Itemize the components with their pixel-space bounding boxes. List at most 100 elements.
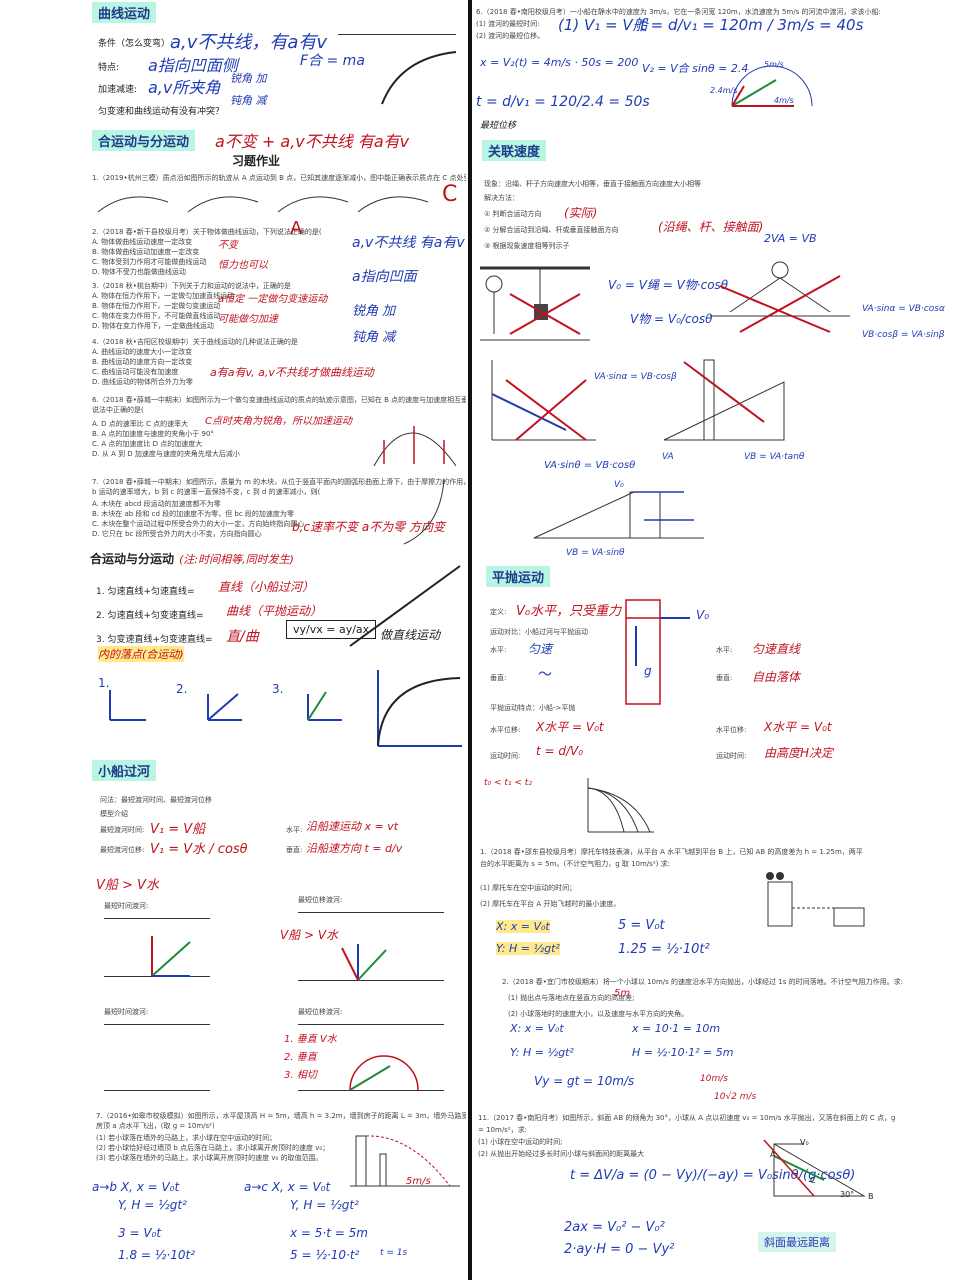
accel-label: 加速减速: — [98, 85, 138, 95]
hw-note: 恒力也可以 — [218, 260, 268, 271]
projectile-label: 水平位移: — [716, 726, 747, 734]
work-line: Y, H = ½gt² — [290, 1198, 359, 1212]
panel-4-circle — [349, 1055, 419, 1091]
fig-3-label: 3. — [272, 682, 284, 696]
problem-line: A. 木块在 abcd 段运动的加速度都不为零 — [92, 500, 221, 508]
problem-line: 1.（2019•杭州三模）质点沿如图所示的轨迹从 A 点运动到 B 点，已知其速… — [92, 174, 466, 182]
problem-line: D. 物体在变力作用下，一定做曲线运动 — [92, 322, 214, 330]
problem-line: 4.（2018 秋•吉阳区校级期中）关于曲线运动的几种说法正确的是 — [92, 338, 298, 346]
problem-7-line: 7.（2016•如皋市校级模拟）如图所示，水平屋顶高 H = 5m，墙高 h =… — [96, 1112, 466, 1120]
problem-line: B. 物体做曲线运动加速度一定改变 — [92, 248, 200, 256]
problem-11-line: = 10m/s²，求: — [478, 1126, 527, 1134]
work-line: 5 = ½·10·t² — [290, 1248, 360, 1262]
projectile-label: 运动时间: — [490, 752, 521, 760]
blank-line — [338, 34, 456, 35]
p6-hw: 最短位移 — [480, 121, 517, 131]
min-time-hw: V₁ = V船 — [150, 822, 206, 837]
range-hw: V船 > V水 — [280, 928, 339, 942]
fig-2-label: 2. — [176, 682, 188, 696]
related-hw: VB·cosβ = VA·sinβ — [862, 330, 945, 340]
hw-note: 可能做匀加速 — [218, 314, 278, 325]
case-1: 1. 垂直 V水 — [284, 1034, 337, 1045]
feature-handwriting: a指向凹面侧 — [148, 56, 238, 75]
section-title-composition-2: 合运动与分运动 (注:时间相等,同时发生) — [90, 552, 294, 566]
case-3: 3. 相切 — [284, 1070, 317, 1081]
projectile-label: 水平位移: — [490, 726, 521, 734]
problem-line: C. 曲线运动可能没有加速度 — [92, 368, 179, 376]
problem-line: b 运动的速率增大，b 到 c 的速率一直保持不变，c 到 d 的速率减小，则( — [92, 488, 321, 496]
incline-a: A — [770, 1150, 776, 1159]
homework-title: 习题作业 — [232, 154, 281, 168]
work-line: 3 = V₀t — [118, 1226, 162, 1240]
projectile-label: 垂直: — [716, 674, 733, 682]
related-hw: VA — [662, 452, 674, 462]
problem-11-line: 11.（2017 春•南阳月考）如图所示，斜面 AB 的倾角为 30°，小球从 … — [478, 1114, 896, 1122]
related-line: ③ 根据现象速度相等列示子 — [484, 242, 570, 250]
rule-1-answer: 直线（小船过河） — [218, 580, 315, 594]
work-line: Y, H = ½gt² — [118, 1198, 187, 1212]
incline-figure — [763, 1139, 866, 1197]
problem-line: B. 物体在恒力作用下，一定做匀变速运动 — [92, 302, 221, 310]
motorcycle-figure — [766, 872, 865, 927]
projectile-label: 平抛运动特点：小船->平抛 — [490, 704, 576, 712]
bank-line — [298, 912, 444, 913]
incline-c: C — [810, 1176, 816, 1185]
rule-1: 1. 匀速直线+匀速直线= — [96, 587, 195, 597]
hw-note: C点时夹角为锐角，所以加速运动 — [205, 416, 352, 427]
p6-label: 5m/s — [764, 60, 784, 69]
problem-line: A. D 点的速率比 C 点的速率大 — [92, 420, 189, 428]
p6-hw: t = d/v₁ = 120/2.4 = 50s — [476, 94, 650, 110]
answer-c: C — [442, 182, 458, 207]
incline-b: B — [868, 1192, 874, 1201]
problem-line: B. 木块在 ab 段和 cd 段的加速度不为零，但 bc 段的加速度为零 — [92, 510, 294, 518]
ratio-box: vy/vx = ay/ax — [286, 620, 377, 639]
p6-label: 4m/s — [774, 96, 794, 105]
p2-hw: H = ½·10·1² = 5m — [632, 1046, 734, 1059]
p2-hw: Y: H = ½gt² — [510, 1046, 574, 1059]
fig-1-label: 1. — [98, 676, 110, 690]
rule-3-answer: 直/曲 — [226, 629, 259, 645]
section-title-boat: 小船过河 — [92, 760, 157, 781]
projectile-hw: X水平 = V₀t — [764, 720, 832, 734]
min-disp-hw: V₁ = V水 / cosθ — [150, 842, 248, 857]
problem-6-line: 6.（2018 春•南阳校级月考）一小船在静水中的速度为 3m/s，它在一条河宽… — [476, 8, 881, 16]
problem-7-line: (1) 若小球落在墙外的马路上，求小球在空中运动的时间； — [96, 1134, 277, 1142]
related-line: ② 分解合运动到沿绳、杆或垂直接触面方向 — [484, 226, 619, 234]
problem-1-line: 台的水平距离为 s = 5m。(不计空气阻力，g 取 10m/s²) 求: — [480, 860, 670, 868]
rule-3: 3. 匀变速直线+匀变速直线= — [96, 635, 213, 645]
work-line: t = 1s — [380, 1248, 408, 1258]
problem-7-line: (2) 若小球恰好经过墙顶 b 点后落在马路上，求小球离开房顶时的速度 v₀； — [96, 1144, 330, 1152]
cond-label: 条件（怎么变弯）: — [98, 39, 174, 49]
accel-obtuse: 钝角 减 — [230, 94, 267, 107]
problem-7-line: 房顶 a 点水平飞出，(取 g = 10m/s²) — [96, 1122, 215, 1130]
related-hw: VA·sinα = VB·cosα — [862, 304, 945, 314]
projectile-hw: t₀ < t₁ < t₂ — [484, 778, 532, 788]
p1-hw: 1.25 = ½·10t² — [618, 942, 710, 957]
problem-line: D. 从 A 到 D 加速度与速度的夹角先增大后减小 — [92, 450, 240, 458]
feature-label: 特点: — [98, 63, 120, 73]
problem-line: B. 曲线运动的速度方向一定改变 — [92, 358, 193, 366]
p6-hw: (1) V₁ = V船 — [558, 16, 648, 34]
wave-icon: 〜 — [538, 667, 552, 683]
section-title-related-velocity: 关联速度 — [482, 140, 547, 161]
hw-note: b,c速率不变 a不为零 方向变 — [292, 520, 446, 534]
projectile-figure — [625, 599, 690, 705]
p2-hw: Vy = gt = 10m/s — [534, 1074, 635, 1088]
p1-hw: X: x = V₀t — [496, 920, 550, 933]
problem-line: 6.（2018 春•薛城一中期末）如图所示为一个做匀变速曲线运动的质点的轨迹示意… — [92, 396, 466, 404]
section-title-curve-motion: 曲线运动 — [92, 2, 157, 23]
related-hw: 2VA = VB — [764, 232, 817, 245]
answer-a: A — [290, 218, 303, 239]
rule-2: 2. 匀速直线+匀变速直线= — [96, 611, 204, 621]
problem-11-line: (2) 从抛出开始经过多长时间小球与斜面间的距离最大 — [478, 1150, 645, 1158]
projectile-label: 运动对比：小船过河与平抛运动 — [490, 628, 588, 636]
projectile-label: 水平: — [716, 646, 733, 654]
problem-line: C. 物体在变力作用下，不可能做直线运动 — [92, 312, 221, 320]
side-note: 锐角 加 — [352, 304, 396, 319]
related-hw: V物 = V₀/cosθ — [630, 312, 713, 326]
projectile-hw: 匀速 — [528, 642, 553, 656]
boat-question: 问法：最短渡河时间、最短渡河位移 — [100, 796, 212, 804]
bank-line — [104, 1090, 210, 1091]
max-distance-badge: 斜面最远距离 — [758, 1232, 836, 1252]
projectile-label: 垂直: — [490, 674, 507, 682]
